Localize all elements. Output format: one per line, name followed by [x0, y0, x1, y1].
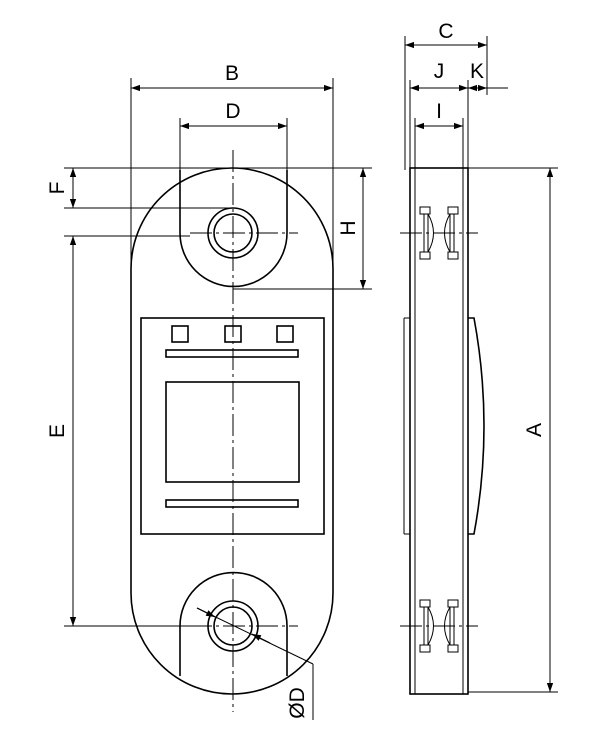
dim-d-label: D	[225, 100, 240, 123]
dim-b-label: B	[225, 62, 239, 85]
upper-slot	[165, 349, 299, 358]
dim-phid-label: ØD	[286, 687, 309, 719]
dim-a-label: A	[523, 423, 546, 437]
side-view	[400, 167, 485, 695]
dim-k-label: K	[470, 60, 484, 83]
dimensions: B D F E H ØD C J	[46, 20, 558, 720]
dim-h-label: H	[337, 220, 360, 235]
dim-i-label: I	[436, 100, 442, 123]
dim-j-label: J	[434, 60, 445, 83]
front-view	[130, 150, 334, 712]
lower-slot	[165, 499, 299, 508]
dim-e-label: E	[46, 424, 69, 438]
body-outline	[130, 167, 334, 695]
dim-f-label: F	[46, 182, 69, 195]
side-display-bulge	[468, 317, 485, 535]
dim-c-label: C	[438, 20, 453, 43]
button-1	[171, 325, 189, 343]
side-body	[409, 167, 469, 695]
button-3	[276, 325, 294, 343]
